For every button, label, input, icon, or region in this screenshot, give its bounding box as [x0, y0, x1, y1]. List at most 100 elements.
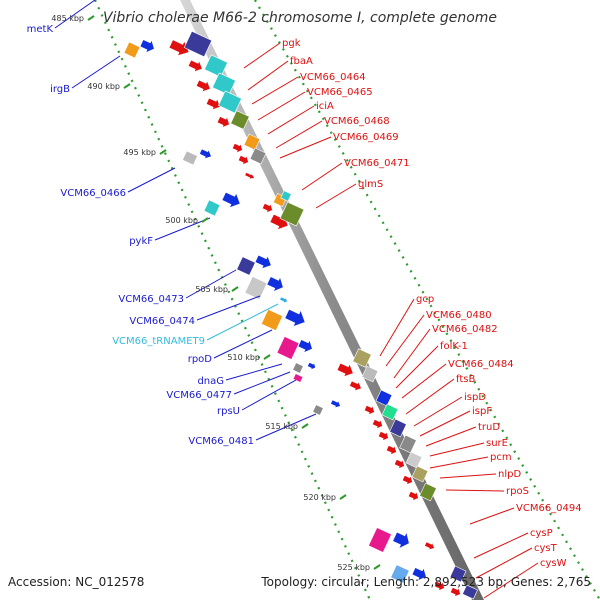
- left-label-3: pykF: [129, 236, 153, 247]
- right-leader-24: [475, 547, 533, 579]
- label-leader-lines: [54, 0, 539, 599]
- right-leader-7: [301, 162, 343, 191]
- gene-blue-11-shape: [392, 531, 410, 550]
- gene-blue-3-shape: [221, 191, 241, 209]
- gene-trna-1-shape: [279, 296, 289, 304]
- right-label-21: rpoS: [506, 486, 529, 497]
- right-leader-11: [393, 328, 431, 379]
- tick-label-4: 505 kbp: [195, 285, 228, 294]
- tick-mark-5: [263, 354, 271, 360]
- right-label-13: VCM66_0484: [448, 359, 514, 370]
- gene-tan-2-shape: [411, 465, 429, 483]
- gene-olive-2-shape: [279, 201, 305, 227]
- left-leader-7: [213, 329, 273, 359]
- gene-red-1: [168, 39, 190, 57]
- right-label-23: cysP: [530, 528, 553, 539]
- gene-olive-1-shape: [230, 110, 250, 130]
- gene-red-14-shape: [371, 418, 383, 430]
- gene-olive-1: [230, 110, 250, 130]
- right-leader-20: [439, 473, 497, 479]
- tick-mark-2: [159, 149, 167, 155]
- gene-cyan-2-shape: [212, 72, 236, 96]
- right-label-15: ispD: [464, 392, 486, 403]
- gene-lightgray-4-shape: [405, 451, 423, 469]
- gene-red-6: [231, 142, 243, 154]
- right-leader-15: [413, 396, 463, 427]
- right-label-22: VCM66_0494: [516, 503, 582, 514]
- gene-navy-1: [183, 30, 213, 58]
- gene-pink-2: [292, 373, 304, 383]
- gene-red-16-shape: [385, 444, 397, 456]
- right-label-18: surE: [486, 438, 508, 449]
- right-label-17: truD: [478, 422, 500, 433]
- topology-text: Topology: circular; Length: 2,892,523 bp…: [260, 575, 591, 589]
- left-label-10: rpsU: [217, 406, 240, 417]
- left-leader-3: [154, 217, 211, 241]
- gene-red-9: [261, 202, 273, 214]
- gene-red-11: [336, 362, 354, 378]
- gene-blue-1: [139, 39, 155, 54]
- gene-red-22: [449, 586, 461, 598]
- right-leader-5: [275, 120, 323, 149]
- gene-blue-10-shape: [375, 389, 393, 407]
- right-label-19: pcm: [490, 452, 512, 463]
- gene-lightgray-2-shape: [244, 276, 268, 300]
- left-label-1: irgB: [50, 84, 70, 95]
- gene-lightblue-1: [390, 564, 410, 584]
- gene-red-13: [363, 404, 375, 416]
- right-leader-21: [445, 489, 505, 492]
- gene-cyan-5-shape: [280, 190, 292, 202]
- left-label-6: VCM66_tRNAMET9: [112, 336, 205, 347]
- gene-gray-4-shape: [399, 434, 417, 454]
- left-label-11: VCM66_0481: [188, 436, 254, 447]
- gene-gray-1-shape: [249, 147, 267, 165]
- gene-navy-2: [236, 256, 256, 276]
- right-label-4: iciA: [316, 101, 334, 112]
- right-leader-2: [251, 76, 299, 105]
- right-leader-14: [405, 378, 455, 415]
- tick-label-0: 485 kbp: [51, 14, 84, 23]
- right-label-14: ftsB: [456, 374, 475, 385]
- tick-mark-8: [373, 564, 381, 570]
- tick-mark-7: [339, 494, 347, 500]
- right-leader-1: [247, 60, 289, 91]
- gene-red-4-shape: [205, 97, 221, 111]
- right-label-25: cysW: [540, 558, 567, 569]
- left-label-9: VCM66_0477: [166, 390, 232, 401]
- gene-red-7-shape: [237, 154, 249, 166]
- gene-red-9-shape: [261, 202, 273, 214]
- right-label-12: folK-1: [440, 341, 468, 352]
- gene-blue-4: [254, 254, 272, 270]
- gene-red-3: [195, 79, 211, 93]
- gene-red-18-shape: [401, 474, 413, 486]
- gene-orange-4: [260, 308, 284, 332]
- gene-navy-5-shape: [462, 584, 478, 600]
- gene-gray-3: [312, 404, 324, 416]
- gene-navy-4-shape: [449, 565, 467, 583]
- gene-blue-5-shape: [266, 276, 284, 293]
- tick-mark-6: [301, 423, 309, 429]
- gene-gray-2: [292, 362, 304, 374]
- gene-cyan-3-shape: [218, 90, 242, 114]
- gene-red-16: [385, 444, 397, 456]
- gene-blue-9: [330, 399, 341, 409]
- gene-blue-3: [221, 191, 241, 209]
- gene-cyan-3: [218, 90, 242, 114]
- right-label-20: nlpD: [498, 469, 521, 480]
- tick-mark-0: [87, 15, 95, 21]
- right-label-16: ispF: [472, 406, 492, 417]
- right-leader-25: [483, 562, 539, 599]
- gene-olive-3: [419, 482, 437, 502]
- gene-pink-1: [276, 336, 300, 360]
- gene-red-18: [401, 474, 413, 486]
- gene-pink-1-shape: [276, 336, 300, 360]
- left-label-2: VCM66_0466: [60, 188, 126, 199]
- gene-olive-3-shape: [419, 482, 437, 502]
- gene-lightgray-2: [244, 276, 268, 300]
- gene-red-5-shape: [216, 115, 230, 129]
- gene-tan-1-shape: [352, 348, 372, 368]
- gene-red-5: [216, 115, 230, 129]
- gene-gray-3-shape: [312, 404, 324, 416]
- right-label-10: VCM66_0480: [426, 310, 492, 321]
